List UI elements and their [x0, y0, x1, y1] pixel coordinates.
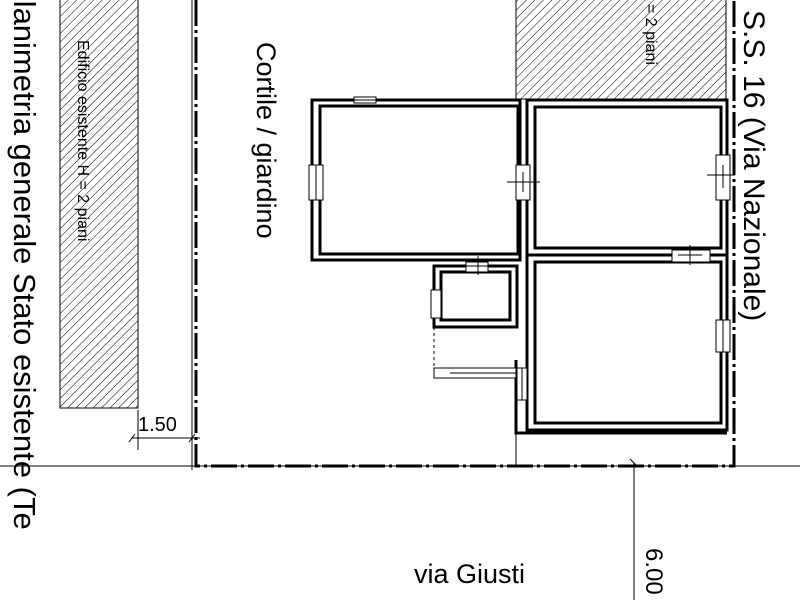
courtyard-label: Cortile / giardino	[251, 42, 281, 239]
drawing-title: Planimetria generale Stato esistente (Te	[7, 0, 42, 530]
dimension-setback-label: 1.50	[138, 414, 177, 436]
dimension-setback	[128, 410, 200, 450]
building-left-label: Edificio esistente H = 2 piani	[74, 40, 91, 241]
existing-building-left	[59, 0, 139, 409]
property-boundary	[194, 0, 736, 468]
dimension-road-width-label: 6.00	[640, 548, 667, 595]
dimension-road-width	[629, 458, 639, 600]
openings	[308, 96, 735, 401]
existing-building-right	[515, 0, 727, 100]
building-right-label: = 2 piani	[642, 4, 659, 65]
street-label: via Giusti	[414, 559, 525, 589]
road-main-label: S.S. 16 (Via Nazionale)	[737, 10, 770, 321]
